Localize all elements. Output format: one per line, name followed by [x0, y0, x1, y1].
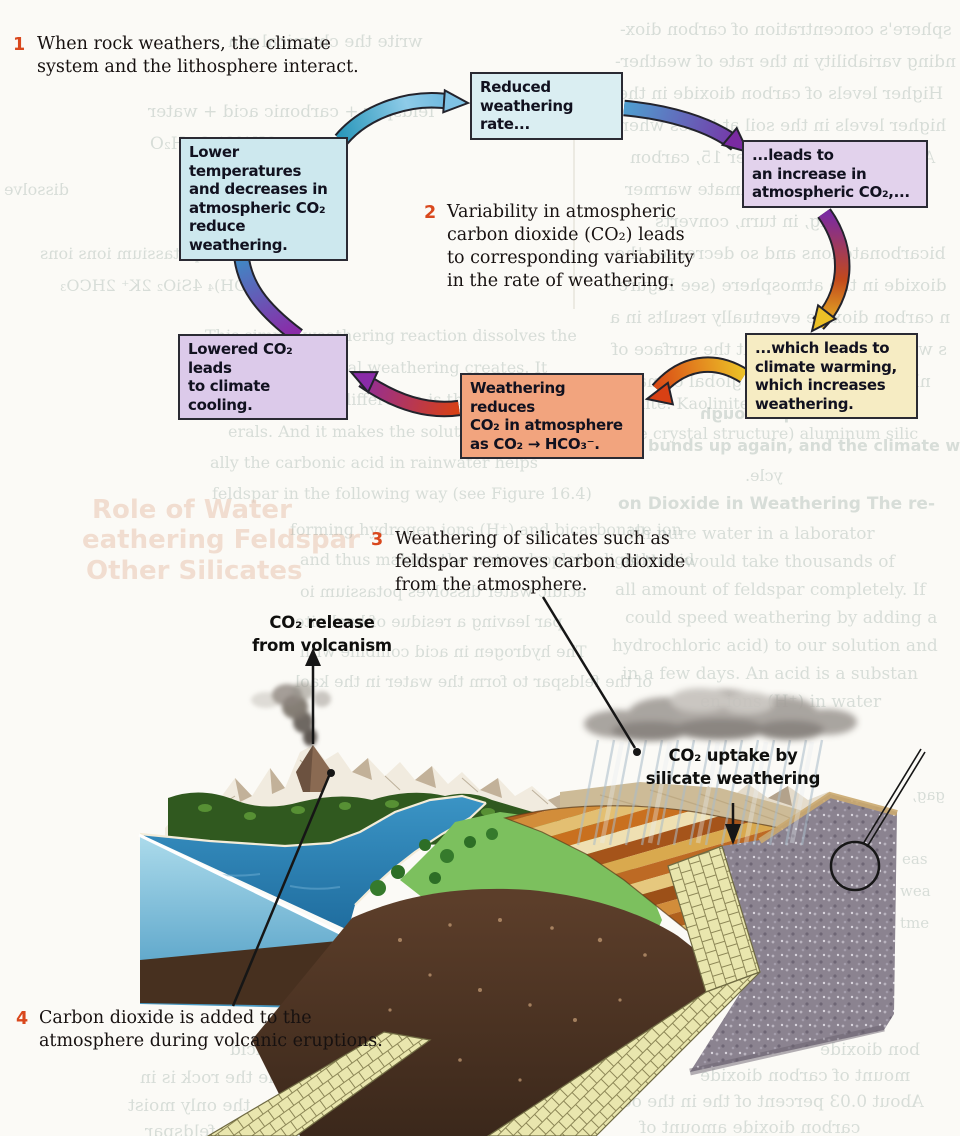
ocean: [140, 796, 486, 930]
co2-uptake-arrowhead: [725, 824, 741, 845]
box-line: Lower temperatures: [189, 143, 302, 180]
annotation-text-2: Variability in atmospheric carbon dioxid…: [447, 201, 694, 293]
box-line: Lowered CO₂ leads: [188, 340, 293, 377]
box-line: to climate cooling.: [188, 377, 270, 414]
cycle-box-reduced-weathering: Reduced weathering rate...: [470, 72, 623, 140]
volcano-smoke: [251, 682, 331, 746]
ghost-text: eas: [902, 850, 928, 868]
annotation-number-2: 2: [424, 203, 437, 223]
rain-cloud: [584, 688, 857, 741]
volcano-shaded-side: [296, 745, 313, 792]
ghost-text: hydrochloric acid) to our solution and: [612, 636, 938, 656]
annotation-line: Carbon dioxide is added to the: [39, 1008, 312, 1028]
box-line: reduce weathering.: [189, 217, 288, 254]
annotation-text-1: When rock weathers, the climate system a…: [37, 33, 359, 79]
annotation-text-3: Weathering of silicates such as feldspar…: [395, 528, 685, 597]
ghost-text: ally the carbonic acid in rainwater help…: [210, 453, 538, 472]
annotation-line: feldspar removes carbon dioxide: [395, 552, 686, 573]
leader-line-3-to-slope: [541, 596, 637, 749]
annotation-line: system and the lithosphere interact.: [37, 57, 359, 78]
ghost-text: ith pure water in a laborator: [628, 524, 875, 544]
detail-circle: [829, 840, 881, 892]
box-line: weathering rate...: [480, 96, 574, 134]
box-line: as CO₂ → HCO₃⁻.: [470, 434, 600, 453]
ghost-text: and thus making the water droplets sligh…: [300, 550, 695, 569]
label-line: CO₂ uptake by: [668, 746, 798, 765]
annotation-line: in the rate of weathering.: [447, 271, 675, 292]
page-fold-line: [573, 84, 575, 309]
box-line: Weathering reduces: [470, 379, 566, 416]
annotation-line: When rock weathers, the climate: [37, 34, 331, 54]
annotation-number-3: 3: [371, 530, 384, 550]
ghost-text: bunds up again, and the climate w: [648, 436, 960, 455]
annotation-line: Variability in atmospheric: [447, 202, 676, 222]
arrow-reduced-to-increase: [623, 99, 750, 154]
cycle-box-climate-warming: ...which leads to climate warming, which…: [745, 333, 918, 420]
annotation-line: Weathering of silicates such as: [395, 529, 670, 549]
co2-release-arrowhead: [305, 648, 321, 666]
arrow-weathering-to-cooling: [348, 370, 461, 418]
rain: [576, 739, 824, 846]
leader-lines: [231, 596, 926, 1007]
ghost-heading: eathering Feldspar: [82, 525, 360, 555]
arrow-lowertemps-to-reduced: [334, 88, 471, 146]
annotation-number-4: 4: [16, 1009, 29, 1029]
box-line: CO₂ in atmosphere: [470, 416, 623, 435]
label-line: from volcanism: [252, 636, 392, 656]
annotation-line: atmosphere during volcanic eruptions.: [39, 1031, 383, 1052]
box-line: which increases: [755, 376, 886, 395]
soil-speckles: [388, 918, 647, 1082]
box-line: and decreases in: [189, 180, 328, 199]
ghost-text: he crystal structure) aluminum silic: [628, 424, 919, 443]
arrow-warming-to-weathering: [644, 356, 749, 406]
detail-pin: [862, 748, 926, 848]
box-line: atmospheric CO₂: [189, 198, 326, 217]
ghost-text: erals. And it makes the solutions k: [228, 422, 509, 441]
ghost-heading: Other Silicates: [86, 556, 303, 586]
cycle-box-lower-temperatures: Lower temperatures and decreases in atmo…: [179, 137, 348, 261]
annotation-line: carbon dioxide (CO₂) leads: [447, 225, 685, 246]
annotation-text-4: Carbon dioxide is added to the atmospher…: [39, 1007, 383, 1053]
box-line: atmospheric CO₂,...: [752, 183, 910, 202]
cycle-box-increase-co2: ...leads to an increase in atmospheric C…: [742, 140, 928, 208]
landscape-illustration: [138, 596, 926, 1136]
limestone-bands: [206, 845, 761, 1136]
co2-release-label: CO₂ release from volcanism: [222, 611, 422, 657]
block-cut-face: [138, 833, 353, 1008]
annotation-number-1: 1: [13, 35, 26, 55]
box-line: weathering.: [755, 394, 854, 413]
cycle-box-climate-cooling: Lowered CO₂ leads to climate cooling.: [178, 334, 348, 421]
co2-uptake-label: CO₂ uptake by silicate weathering: [633, 744, 833, 790]
ghost-text: all amount of feldspar completely. If: [615, 580, 926, 600]
ghost-text: tme: [900, 914, 930, 932]
box-line: Reduced: [480, 78, 551, 96]
annotation-line: to corresponding variability: [447, 248, 695, 269]
ghost-text: could speed weathering by adding a: [625, 608, 938, 628]
ghost-heading: Role of Water: [92, 495, 292, 525]
annotation-line: from the atmosphere.: [395, 575, 588, 596]
label-line: silicate weathering: [645, 769, 821, 789]
ghost-text: forming hydrogen ions (H⁺) and bicarbona…: [290, 520, 682, 539]
ghost-text: wea: [900, 882, 931, 900]
cycle-box-weathering-reduces: Weathering reduces CO₂ in atmosphere as …: [460, 373, 644, 460]
slope-striations: [599, 789, 816, 829]
label-line: CO₂ release: [269, 613, 375, 632]
leader-line-4-to-volcano: [231, 775, 331, 1007]
box-line: an increase in: [752, 164, 867, 183]
leader-dot-volcano: [327, 769, 335, 777]
box-line: climate warming,: [755, 357, 897, 376]
granite-outcrop: [689, 791, 898, 1076]
ghost-text: es that would take thousands of: [620, 552, 895, 572]
leader-dot-slope: [633, 748, 641, 756]
arrow-increase-to-warming: [810, 208, 851, 333]
ghost-text: feldspar in the following way (see Figur…: [212, 484, 592, 503]
ghost-text: on Dioxide in Weathering The re-: [618, 494, 935, 514]
box-line: ...which leads to: [755, 339, 890, 357]
ghost-text: in a few days. An acid is a substan: [622, 664, 919, 684]
box-line: ...leads to: [752, 146, 834, 164]
